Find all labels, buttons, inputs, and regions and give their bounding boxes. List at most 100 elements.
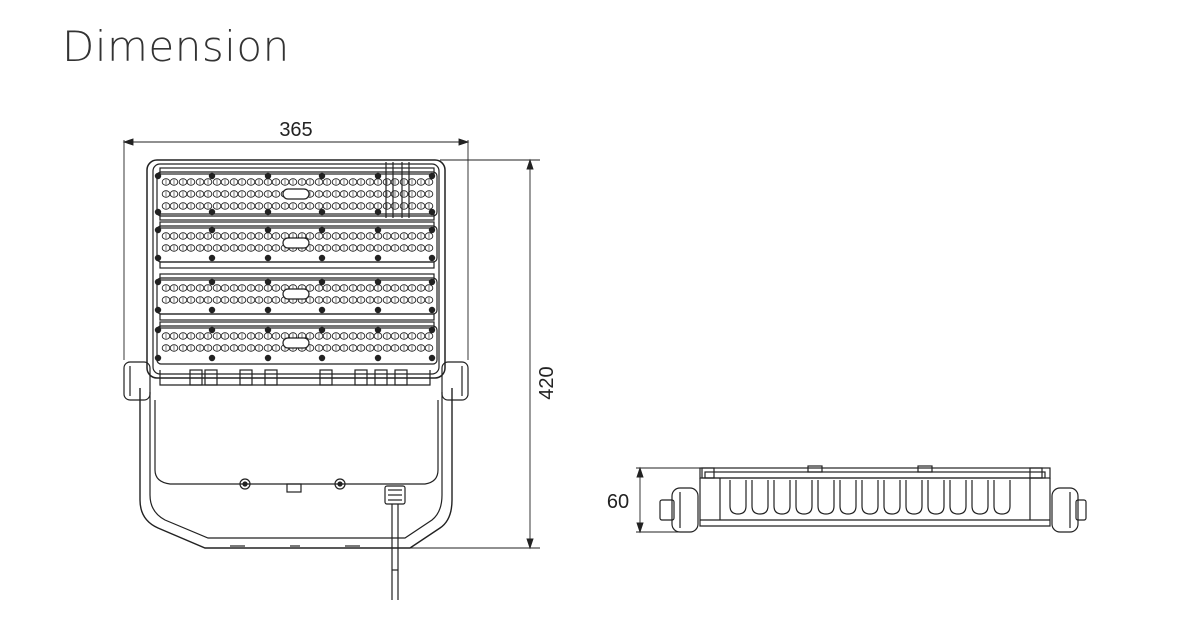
led-chip	[161, 344, 179, 352]
front-view	[123, 159, 469, 600]
led-chip	[348, 178, 366, 186]
page-title: Dimension	[62, 22, 290, 71]
led-chip	[246, 190, 264, 198]
led-chip	[365, 284, 383, 292]
module-label-oval	[282, 337, 310, 349]
led-chip	[263, 344, 281, 352]
led-chip	[178, 232, 196, 240]
led-chip	[229, 344, 247, 352]
led-chip	[314, 190, 332, 198]
led-chip	[331, 178, 349, 186]
led-chip	[195, 296, 213, 304]
module-screw	[154, 354, 162, 362]
module-screw	[428, 226, 436, 234]
led-chip	[416, 244, 434, 252]
heat-sink-fin	[861, 480, 879, 515]
led-chip	[195, 332, 213, 340]
module-screw	[428, 278, 436, 286]
led-chip	[229, 332, 247, 340]
led-chip	[246, 232, 264, 240]
led-chip	[178, 284, 196, 292]
led-chip	[178, 332, 196, 340]
heat-sink-fin	[773, 480, 791, 515]
module-screw	[428, 254, 436, 262]
led-chip	[161, 284, 179, 292]
module-screw	[208, 326, 216, 334]
side-view	[659, 465, 1087, 533]
led-chip	[161, 202, 179, 210]
module-screw	[208, 306, 216, 314]
led-chip	[246, 344, 264, 352]
module-label-oval	[282, 188, 310, 200]
led-chip	[229, 190, 247, 198]
module-screw	[264, 354, 272, 362]
led-chip	[212, 202, 230, 210]
heat-sink-fin	[795, 480, 813, 515]
led-chip	[416, 344, 434, 352]
led-chip	[314, 296, 332, 304]
module-screw	[154, 226, 162, 234]
led-chip	[314, 332, 332, 340]
led-chip	[348, 344, 366, 352]
led-chip	[365, 178, 383, 186]
led-chip	[382, 284, 400, 292]
led-chip	[416, 332, 434, 340]
led-chip	[263, 284, 281, 292]
led-chip	[246, 296, 264, 304]
led-chip	[348, 232, 366, 240]
led-chip	[195, 244, 213, 252]
module-screw	[208, 254, 216, 262]
led-chip	[178, 178, 196, 186]
led-chip	[161, 178, 179, 186]
led-chip	[212, 178, 230, 186]
led-array	[154, 172, 436, 362]
led-chip	[161, 244, 179, 252]
led-chip	[195, 190, 213, 198]
module-screw	[428, 326, 436, 334]
heat-sink-fin	[883, 480, 901, 515]
led-chip	[365, 202, 383, 210]
led-chip	[365, 232, 383, 240]
module-screw	[318, 172, 326, 180]
led-chip	[246, 332, 264, 340]
module-screw	[264, 208, 272, 216]
led-chip	[195, 178, 213, 186]
heat-sink-fin	[729, 480, 747, 515]
led-chip	[212, 190, 230, 198]
led-chip	[416, 202, 434, 210]
heat-sink-fin	[751, 480, 769, 515]
led-chip	[382, 232, 400, 240]
led-chip	[382, 344, 400, 352]
module-screw	[154, 208, 162, 216]
led-chip	[348, 284, 366, 292]
led-chip	[399, 232, 417, 240]
led-chip	[416, 296, 434, 304]
led-chip	[382, 332, 400, 340]
led-chip	[331, 190, 349, 198]
led-chip	[314, 232, 332, 240]
heat-sink-fin	[817, 480, 835, 515]
led-chip	[178, 202, 196, 210]
led-chip	[399, 284, 417, 292]
led-chip	[297, 178, 315, 186]
led-chip	[263, 332, 281, 340]
module-screw	[154, 278, 162, 286]
module-screw	[374, 172, 382, 180]
width-dimension	[122, 138, 470, 360]
module-screw	[374, 278, 382, 286]
lamp-housing	[146, 159, 446, 386]
module-screw	[208, 172, 216, 180]
led-chip	[399, 244, 417, 252]
led-chip	[348, 190, 366, 198]
mounting-bracket	[123, 361, 469, 549]
led-chip	[331, 244, 349, 252]
led-chip	[365, 344, 383, 352]
module-screw	[374, 254, 382, 262]
led-chip	[365, 244, 383, 252]
module-screw	[264, 172, 272, 180]
led-chip	[416, 232, 434, 240]
height-label: 420	[536, 366, 558, 399]
led-chip	[195, 284, 213, 292]
module-screw	[264, 226, 272, 234]
